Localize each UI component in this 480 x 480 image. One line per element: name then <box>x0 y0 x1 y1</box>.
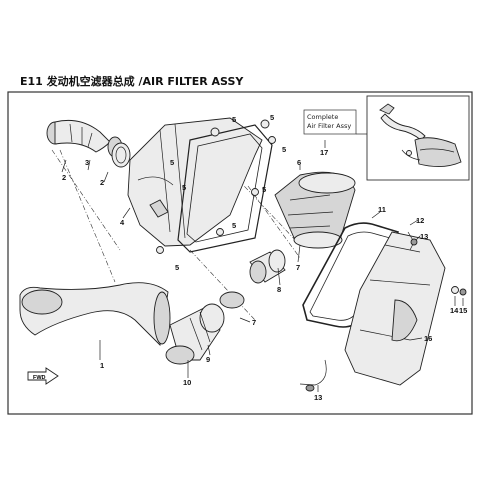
callout-5h: 5 <box>175 263 179 272</box>
part-clips-5 <box>156 119 276 254</box>
complete-assy-label: Complete Air Filter Assy <box>307 113 357 130</box>
axis-line-5 <box>189 249 256 321</box>
callout-2a: 2 <box>62 173 66 182</box>
part-drain-hose <box>299 359 327 386</box>
callout-3: 3 <box>85 158 89 167</box>
callout-16: 16 <box>424 334 432 343</box>
callout-5c: 5 <box>270 113 274 122</box>
callout-15: 15 <box>459 306 467 315</box>
part-clip-14 <box>451 286 459 294</box>
callout-5a: 5 <box>232 115 236 124</box>
callout-12: 12 <box>416 216 424 225</box>
part-filter-element <box>274 171 356 249</box>
part-clip-15 <box>459 288 467 296</box>
callout-10: 10 <box>183 378 191 387</box>
part-clamp-sleeve <box>111 142 131 168</box>
axis-line-2 <box>59 149 116 283</box>
callout-2b: 2 <box>100 178 104 187</box>
callout-1: 1 <box>100 361 104 370</box>
callout-17: 17 <box>320 148 328 157</box>
axis-line-4 <box>247 185 301 259</box>
part-intake-boot <box>165 303 225 365</box>
part-connecting-sleeve <box>249 249 286 284</box>
part-long-intake-duct <box>19 282 171 346</box>
part-airbox-cover-frame <box>177 124 273 253</box>
part-airbox-lower-housing <box>127 117 263 247</box>
callout-labels: 2 3 2 4 1 5 5 5 5 5 5 5 5 6 7 7 8 9 10 1… <box>62 113 467 402</box>
callout-13b: 13 <box>314 393 322 402</box>
callout-13a: 13 <box>420 232 428 241</box>
axis-line-1 <box>51 149 121 251</box>
callout-7b: 7 <box>252 318 256 327</box>
callout-11: 11 <box>378 205 386 214</box>
callout-5f: 5 <box>232 221 236 230</box>
fwd-arrow-icon: FWD <box>27 367 59 385</box>
callout-9: 9 <box>206 355 210 364</box>
callout-7a: 7 <box>296 263 300 272</box>
callout-8: 8 <box>277 285 281 294</box>
callout-4: 4 <box>120 218 125 227</box>
inset-complete-assembly <box>379 103 462 167</box>
complete-assy-label-line1: Complete <box>307 113 339 121</box>
part-intake-rubber-duct <box>46 119 123 158</box>
fwd-label: FWD <box>33 375 46 381</box>
complete-assy-label-line2: Air Filter Assy <box>307 121 352 130</box>
part-airbox-cover <box>344 231 446 386</box>
callout-6: 6 <box>297 158 301 167</box>
callout-5g: 5 <box>182 183 186 192</box>
drawing-frame <box>7 91 473 415</box>
part-clip-13 <box>410 238 418 246</box>
callout-5d: 5 <box>282 145 286 154</box>
callout-5e: 5 <box>262 185 266 194</box>
callout-5b: 5 <box>170 158 174 167</box>
part-hose-clamp-7 <box>219 291 245 309</box>
part-hose-clip <box>305 384 315 392</box>
callout-14: 14 <box>450 306 459 315</box>
page-title: E11 发动机空滤器总成 /AIR FILTER ASSY <box>20 75 244 88</box>
